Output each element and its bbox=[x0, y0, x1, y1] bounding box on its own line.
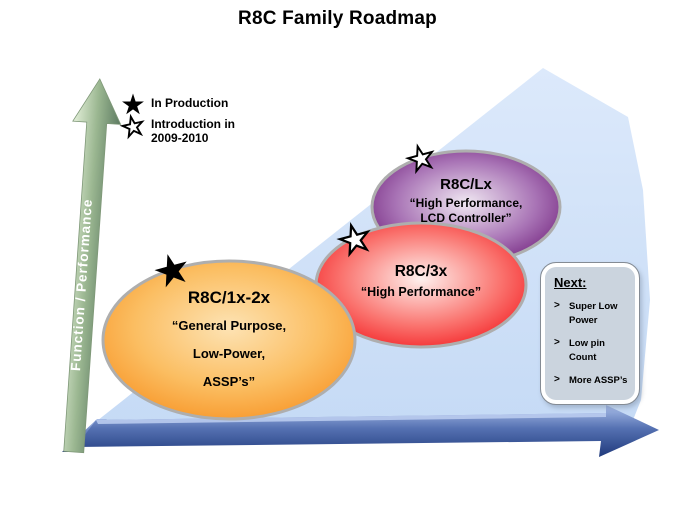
list-item: > Low pin Count bbox=[554, 337, 633, 365]
bubble-r8c-1x-2x-shape bbox=[101, 259, 357, 421]
legend-label-introduction: Introduction in 2009-2010 bbox=[151, 117, 235, 145]
bubble-r8c-lx-title: R8C/Lx bbox=[440, 176, 492, 193]
bubble-r8c-1x-2x: R8C/1x-2x “General Purpose, Low-Power, A… bbox=[103, 262, 355, 403]
bubble-r8c-3x: R8C/3x “High Performance” bbox=[316, 222, 526, 299]
bubble-r8c-1x-2x-line: Low-Power, bbox=[192, 346, 266, 361]
y-axis-arrow-icon bbox=[63, 78, 122, 454]
legend-star-outline-icon bbox=[119, 113, 145, 140]
bubble-r8c-1x-2x-line: ASSP’s” bbox=[202, 374, 256, 389]
bubble-r8c-3x-line: “High Performance” bbox=[360, 285, 482, 299]
next-panel: Next: > Super Low Power > Low pin Count … bbox=[540, 262, 640, 405]
next-panel-title: Next: bbox=[554, 275, 587, 290]
chevron-bullet-icon: > bbox=[554, 374, 560, 385]
bubble-r8c-1x-2x-title: R8C/1x-2x bbox=[187, 288, 271, 307]
bubble-r8c-lx-line: “High Performance, bbox=[409, 196, 523, 210]
bubble-r8c-3x-title: R8C/3x bbox=[394, 263, 448, 280]
bubble-r8c-1x-2x-line: “General Purpose, bbox=[171, 318, 287, 333]
page-title: R8C Family Roadmap bbox=[238, 8, 437, 29]
list-item: > Super Low Power bbox=[554, 300, 633, 328]
legend-label-in-production: In Production bbox=[151, 96, 229, 110]
next-item-label: Low pin Count bbox=[569, 338, 605, 363]
bubble-r8c-lx-line: LCD Controller” bbox=[420, 211, 512, 225]
r8c-lx-star-outline-icon bbox=[404, 143, 435, 175]
next-item-label: More ASSP’s bbox=[569, 375, 628, 386]
chevron-bullet-icon: > bbox=[554, 300, 560, 311]
chevron-bullet-icon: > bbox=[554, 337, 560, 348]
r8c-1x-2x-star-filled-icon bbox=[154, 254, 187, 288]
list-item: > More ASSP’s bbox=[554, 374, 633, 388]
bubble-r8c-lx: R8C/Lx “High Performance, LCD Controller… bbox=[372, 151, 560, 226]
legend-star-filled-icon bbox=[122, 93, 144, 115]
r8c-3x-star-outline-icon bbox=[336, 222, 371, 258]
x-axis-arrow-icon bbox=[76, 405, 659, 457]
next-item-label: Super Low Power bbox=[569, 301, 618, 326]
